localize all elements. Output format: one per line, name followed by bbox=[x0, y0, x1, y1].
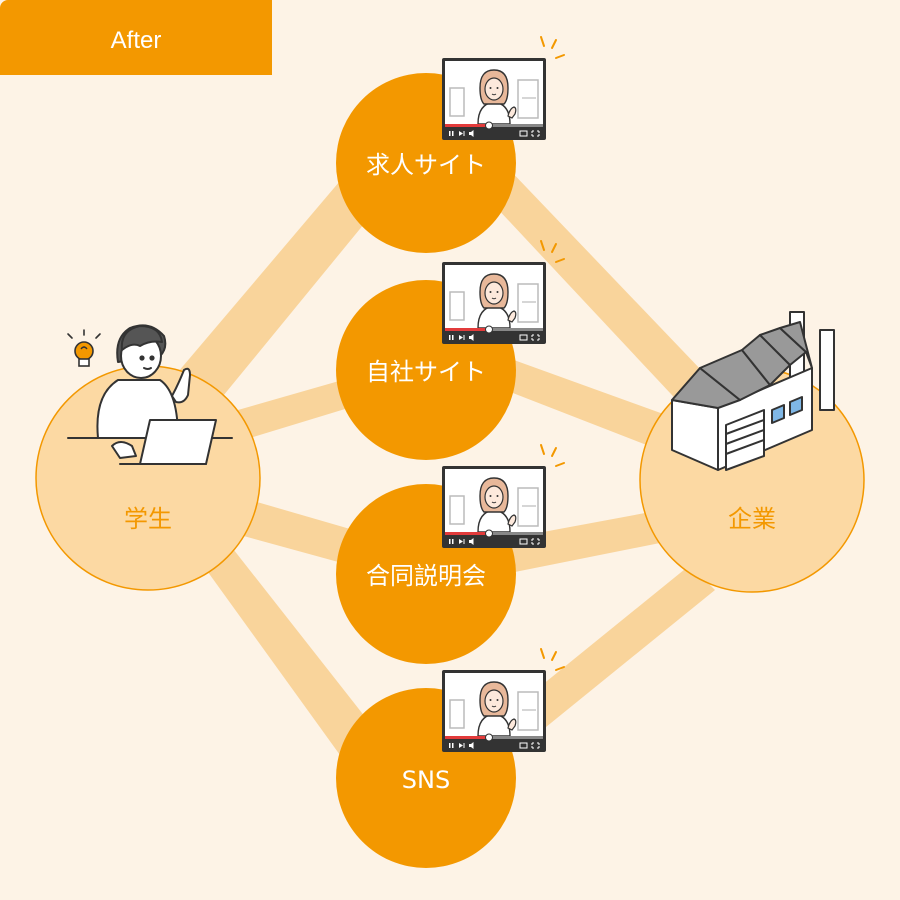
beam-company-own bbox=[500, 355, 680, 458]
company-label: 企業 bbox=[728, 505, 776, 533]
video-player-icon bbox=[441, 465, 547, 549]
sparkle-icon bbox=[540, 648, 565, 671]
channel-label: 求人サイト bbox=[366, 151, 486, 179]
beam-company-fair bbox=[500, 508, 675, 575]
idea-bulb-icon bbox=[67, 329, 101, 367]
channel-label: 自社サイト bbox=[366, 358, 486, 386]
after-badge-label: After bbox=[111, 27, 162, 54]
beam-company-recruit bbox=[480, 165, 725, 425]
beam-company-sns bbox=[505, 565, 715, 740]
after-badge: After bbox=[0, 0, 272, 75]
connection-beams bbox=[178, 155, 725, 780]
channel-label: 合同説明会 bbox=[366, 562, 486, 590]
beam-student-sns bbox=[205, 545, 395, 780]
beam-student-recruit bbox=[178, 155, 400, 418]
sparkle-icon bbox=[540, 36, 565, 59]
video-player-icon bbox=[441, 261, 547, 345]
student-label: 学生 bbox=[124, 505, 172, 533]
video-player-icon bbox=[441, 669, 547, 753]
student-laptop-icon bbox=[67, 324, 233, 465]
factory-icon bbox=[671, 311, 835, 471]
sparkle-icon bbox=[540, 444, 565, 467]
channel-label: SNS bbox=[402, 766, 450, 794]
video-player-icon bbox=[441, 57, 547, 141]
